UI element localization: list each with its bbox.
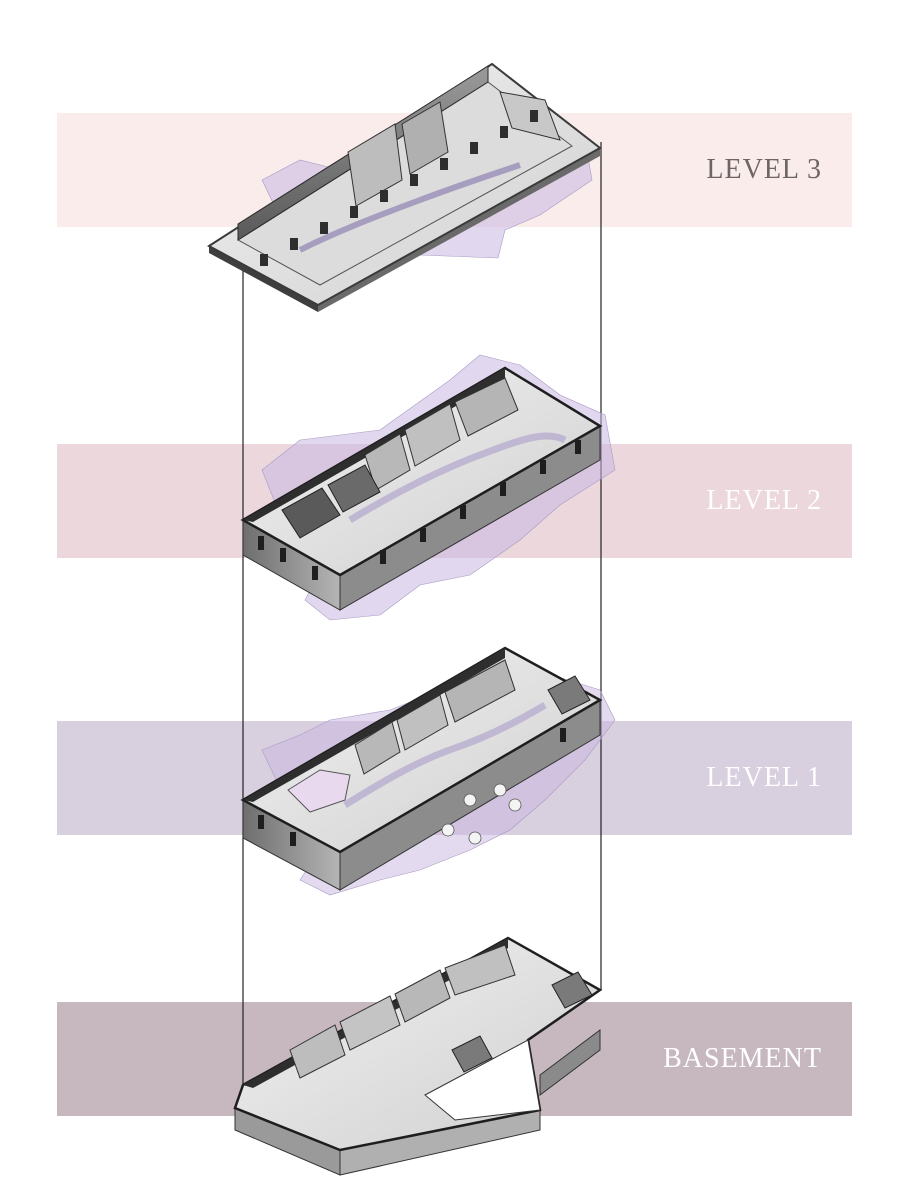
level-1-room (396, 694, 449, 751)
level-3-dormers (260, 110, 538, 266)
level-2-ramp (348, 432, 567, 524)
level-2-floor (240, 366, 603, 577)
level-1-plan (240, 646, 616, 896)
level-2-back-wall (243, 368, 505, 522)
basement-room (289, 1024, 346, 1079)
basement-stair (551, 971, 593, 1009)
level-1-room (444, 659, 516, 723)
level-1-back-wall (243, 648, 505, 802)
level-3-room (401, 101, 449, 175)
level-1-room (354, 721, 401, 775)
level-2-plan (240, 354, 616, 621)
level-1-label: LEVEL 1 (706, 762, 822, 793)
basement-light-court (424, 1039, 541, 1121)
basement-room (339, 995, 401, 1051)
level-2-stage (281, 487, 341, 539)
level-1-stair (547, 675, 591, 715)
level-2-label: LEVEL 2 (706, 485, 822, 516)
level-1-pavilion (287, 769, 351, 813)
basement-stair (451, 1035, 493, 1073)
level-2-room (404, 403, 461, 467)
level-1-tables (441, 783, 522, 845)
basement-side-wall (539, 1029, 601, 1096)
level-3-room (347, 123, 403, 207)
level-2-stage (327, 464, 381, 513)
level-3-plan (207, 62, 602, 312)
basement-room (444, 944, 516, 996)
level-1-ramp (343, 701, 547, 808)
level-3-slab-side (318, 148, 600, 312)
level-3-label: LEVEL 3 (706, 154, 822, 185)
basement-plan (233, 936, 603, 1176)
basement-floor (233, 936, 603, 1152)
level-2-room (454, 377, 519, 437)
level-2-windows (258, 440, 581, 580)
level-1-windows (258, 728, 566, 846)
level-3-ramp (298, 162, 521, 253)
connector-lines (242, 142, 602, 1085)
level-3-slab-front (209, 246, 318, 312)
basement-room (394, 969, 451, 1023)
basement-label: BASEMENT (663, 1043, 822, 1074)
